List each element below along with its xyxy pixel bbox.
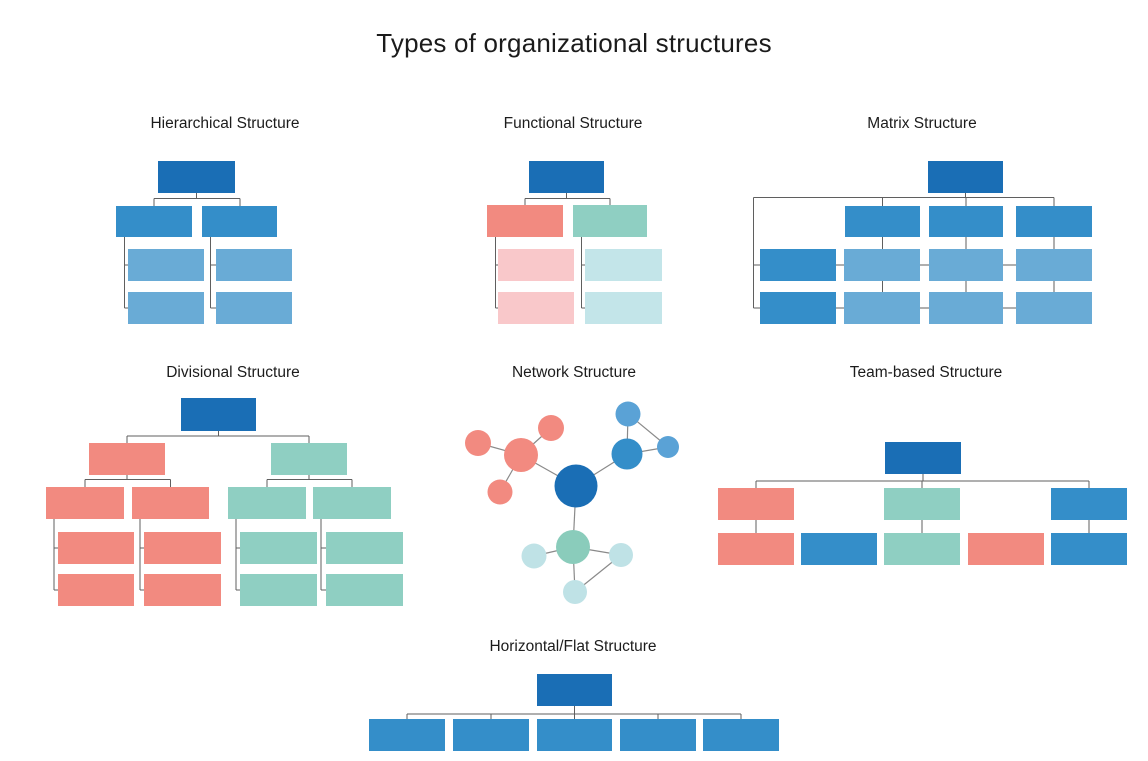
matrix-org-box <box>844 292 920 324</box>
horizontal-flat-org-box <box>453 719 529 751</box>
team-based-org-box <box>884 488 960 520</box>
matrix-org-box <box>760 249 836 281</box>
diagram-title-matrix: Matrix Structure <box>867 115 977 132</box>
hierarchical-org-box <box>128 292 204 324</box>
diagram-title-functional: Functional Structure <box>503 115 643 132</box>
diagram-title-divisional: Divisional Structure <box>166 364 300 381</box>
network-node-circle <box>487 479 513 505</box>
diagram-title-team-based: Team-based Structure <box>849 364 1003 381</box>
network-node-circle <box>609 543 633 567</box>
matrix-org-box <box>929 206 1003 237</box>
network-node-circle <box>554 464 598 508</box>
network-node-circle <box>615 401 641 427</box>
hierarchical-org-box <box>202 206 277 237</box>
matrix-org-box <box>844 249 920 281</box>
network-node-circle <box>538 415 564 441</box>
divisional-org-box <box>46 487 124 519</box>
divisional-org-box <box>181 398 256 431</box>
network-node-circle <box>563 580 587 604</box>
network-node-circle <box>556 530 590 564</box>
hierarchical-org-box <box>128 249 204 281</box>
network-node-circle <box>521 543 547 569</box>
matrix-org-box <box>929 292 1003 324</box>
divisional-org-box <box>326 574 403 606</box>
horizontal-flat-org-box <box>537 674 612 706</box>
divisional-org-box <box>271 443 347 475</box>
functional-org-box <box>498 249 574 281</box>
team-based-org-box <box>884 533 960 565</box>
functional-org-box <box>573 205 647 237</box>
divisional-org-box <box>132 487 209 519</box>
team-based-org-box <box>718 533 794 565</box>
divisional-org-box <box>313 487 391 519</box>
team-based-org-box <box>968 533 1044 565</box>
team-based-org-box <box>1051 488 1127 520</box>
divisional-org-box <box>89 443 165 475</box>
matrix-org-box <box>929 249 1003 281</box>
network-node-circle <box>611 438 643 470</box>
team-based-org-box <box>1051 533 1127 565</box>
team-based-org-box <box>718 488 794 520</box>
divisional-org-box <box>326 532 403 564</box>
functional-org-box <box>585 249 662 281</box>
matrix-org-box <box>760 292 836 324</box>
horizontal-flat-org-box <box>537 719 612 751</box>
divisional-org-box <box>228 487 306 519</box>
hierarchical-org-box <box>216 292 292 324</box>
functional-org-box <box>487 205 563 237</box>
hierarchical-org-box <box>116 206 192 237</box>
diagram-title-horizontal-flat: Horizontal/Flat Structure <box>489 638 657 655</box>
functional-org-box <box>498 292 574 324</box>
team-based-org-box <box>885 442 961 474</box>
hierarchical-org-box <box>158 161 235 193</box>
divisional-org-box <box>58 574 134 606</box>
matrix-org-box <box>1016 292 1092 324</box>
divisional-org-box <box>240 574 317 606</box>
functional-org-box <box>529 161 604 193</box>
network-node-circle <box>657 436 679 458</box>
matrix-org-box <box>1016 249 1092 281</box>
diagram-title-hierarchical: Hierarchical Structure <box>150 115 300 132</box>
horizontal-flat-org-box <box>620 719 696 751</box>
divisional-org-box <box>240 532 317 564</box>
horizontal-flat-org-box <box>703 719 779 751</box>
team-based-org-box <box>801 533 877 565</box>
divisional-org-box <box>144 574 221 606</box>
divisional-org-box <box>58 532 134 564</box>
functional-org-box <box>585 292 662 324</box>
page-title: Types of organizational structures <box>376 28 772 58</box>
hierarchical-org-box <box>216 249 292 281</box>
network-node-circle <box>465 430 491 456</box>
matrix-org-box <box>1016 206 1092 237</box>
diagram-title-network: Network Structure <box>511 364 637 381</box>
horizontal-flat-org-box <box>369 719 445 751</box>
divisional-org-box <box>144 532 221 564</box>
matrix-org-box <box>928 161 1003 193</box>
network-node-circle <box>504 438 538 472</box>
matrix-org-box <box>845 206 920 237</box>
